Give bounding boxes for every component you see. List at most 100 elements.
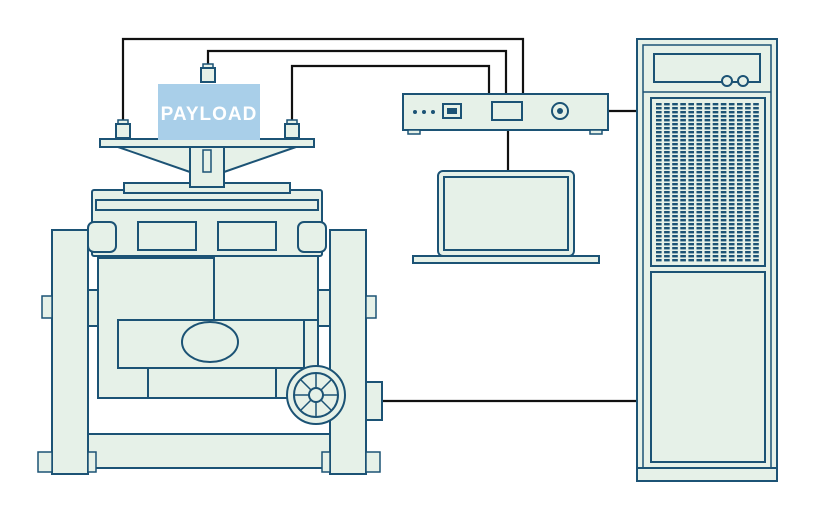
vent-slot xyxy=(753,239,759,242)
vent-slot xyxy=(672,239,678,242)
vent-slot xyxy=(664,239,670,242)
left-foot-bolt-inner xyxy=(87,451,97,473)
vent-slot xyxy=(704,231,711,234)
vent-slot xyxy=(696,119,703,122)
vent-slot xyxy=(712,127,719,130)
vent-slot xyxy=(688,127,694,130)
vent-slot xyxy=(728,211,735,214)
vent-slot xyxy=(728,231,735,234)
housing-clamp-right xyxy=(297,221,327,253)
control-cabinet xyxy=(636,38,778,482)
vent-slot xyxy=(664,195,670,198)
vent-slot xyxy=(737,155,743,158)
vent-slot xyxy=(745,103,751,106)
vent-slot xyxy=(664,127,670,130)
vent-slot xyxy=(737,219,743,222)
vent-slot xyxy=(720,167,727,170)
vent-slot xyxy=(672,151,678,154)
housing-band xyxy=(95,199,319,211)
vent-slot xyxy=(737,167,743,170)
vent-slot xyxy=(704,159,711,162)
vent-slot xyxy=(737,183,743,186)
vent-slot xyxy=(720,143,727,146)
head-plate xyxy=(99,138,315,148)
vent-slot xyxy=(737,255,743,258)
vent-slot xyxy=(688,255,694,258)
housing-window-right xyxy=(217,221,277,251)
vent-slot xyxy=(720,151,727,154)
vent-slot xyxy=(704,107,711,110)
vent-slot xyxy=(737,163,743,166)
vent-slot xyxy=(688,219,694,222)
vent-slot xyxy=(712,123,719,126)
vent-slot xyxy=(737,111,743,114)
vent-slot xyxy=(745,171,751,174)
vent-slot xyxy=(728,223,735,226)
vent-slot xyxy=(745,215,751,218)
vent-slot xyxy=(728,219,735,222)
vent-slot xyxy=(664,151,670,154)
vent-slot xyxy=(704,199,711,202)
vent-slot xyxy=(712,199,719,202)
vent-slot xyxy=(664,251,670,254)
vent-slot xyxy=(672,143,678,146)
vent-slot xyxy=(737,231,743,234)
vent-slot xyxy=(728,191,735,194)
vent-slot xyxy=(696,235,703,238)
vent-slot xyxy=(712,211,719,214)
vent-slot xyxy=(712,251,719,254)
vent-slot xyxy=(656,203,662,206)
handwheel-icon[interactable] xyxy=(286,365,346,425)
vent-slot xyxy=(728,235,735,238)
housing-window-left xyxy=(137,221,197,251)
vent-slot xyxy=(680,151,686,154)
vent-slot xyxy=(688,171,694,174)
vent-slot xyxy=(672,163,678,166)
vent-slot xyxy=(656,207,662,210)
vent-slot xyxy=(664,175,670,178)
vent-slot xyxy=(672,247,678,250)
laptop xyxy=(412,170,600,264)
vent-slot xyxy=(664,115,670,118)
left-side-bracket xyxy=(87,289,99,327)
vent-slot xyxy=(672,171,678,174)
vent-slot xyxy=(704,143,711,146)
vent-slot xyxy=(680,131,686,134)
vent-slot xyxy=(656,147,662,150)
vent-slot xyxy=(656,171,662,174)
vent-slot xyxy=(728,167,735,170)
vent-slot xyxy=(728,195,735,198)
vent-slot xyxy=(712,115,719,118)
vent-slot xyxy=(704,123,711,126)
vent-slot xyxy=(720,247,727,250)
vent-slot xyxy=(728,103,735,106)
vent-slot xyxy=(688,207,694,210)
vent-slot xyxy=(696,203,703,206)
vent-slot xyxy=(664,143,670,146)
vent-slot xyxy=(753,171,759,174)
vent-slot xyxy=(712,219,719,222)
right-trunnion xyxy=(365,295,377,319)
vent-slot xyxy=(656,111,662,114)
vent-slot xyxy=(656,251,662,254)
vent-slot xyxy=(737,159,743,162)
vent-slot xyxy=(688,159,694,162)
vent-slot xyxy=(753,203,759,206)
vent-slot xyxy=(680,199,686,202)
vent-slot xyxy=(712,163,719,166)
vent-slot xyxy=(680,191,686,194)
sensor-left-icon xyxy=(115,119,131,139)
vent-slot xyxy=(737,259,743,262)
power-button-icon[interactable] xyxy=(442,103,462,119)
vent-slot xyxy=(753,211,759,214)
vent-slot xyxy=(712,223,719,226)
vent-slot xyxy=(745,199,751,202)
vent-slot xyxy=(696,227,703,230)
vent-slot xyxy=(696,231,703,234)
payload: PAYLOAD xyxy=(158,84,260,140)
vent-slot xyxy=(704,163,711,166)
vent-slot xyxy=(672,123,678,126)
knob-icon[interactable] xyxy=(551,102,569,120)
vent-slot xyxy=(753,147,759,150)
vent-slot xyxy=(680,219,686,222)
